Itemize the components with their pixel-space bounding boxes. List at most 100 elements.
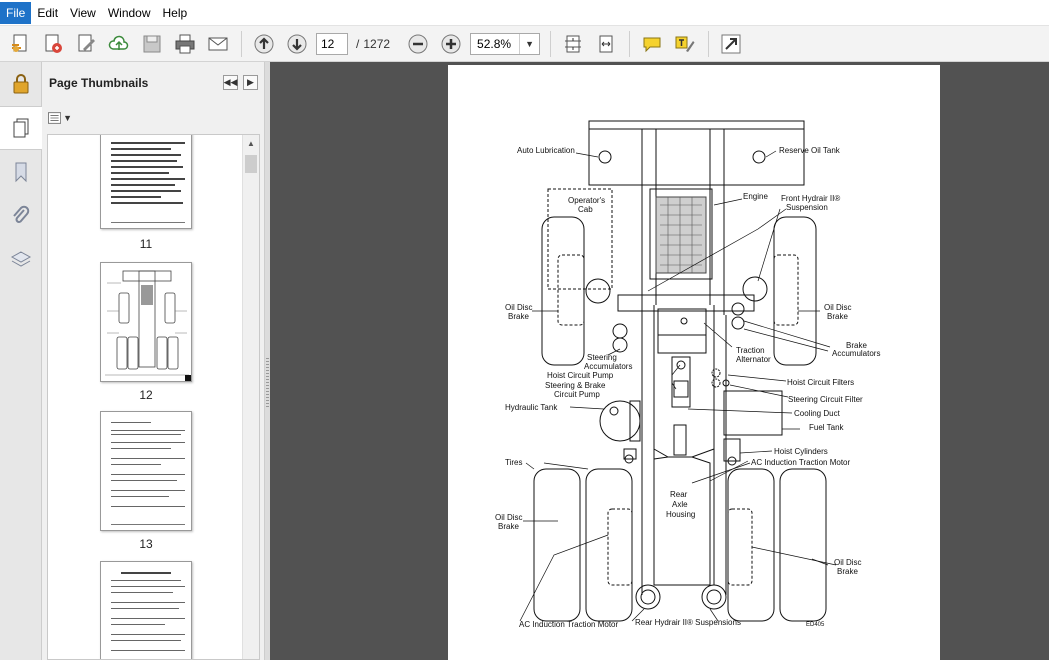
page-separator: / — [356, 36, 360, 51]
zoom-out-button[interactable] — [404, 30, 432, 58]
label-oil-disc-brake-front-left: Oil Disc — [505, 303, 533, 312]
zoom-in-button[interactable] — [437, 30, 465, 58]
label-hoist-circuit-filters: Hoist Circuit Filters — [787, 378, 854, 387]
label-front-hydrair: Front Hydrair II® — [781, 194, 840, 203]
label-ac-induction-traction-motor-bottom: AC Induction Traction Motor — [519, 620, 618, 629]
label-oil-disc-brake-front-right: Brake — [827, 312, 848, 321]
chevron-down-icon: ▼ — [63, 113, 72, 123]
fit-width-button[interactable] — [592, 30, 620, 58]
page-number-input[interactable] — [316, 32, 348, 55]
zoom-level-combo[interactable]: ▼ — [470, 32, 541, 55]
chevron-down-icon[interactable]: ▼ — [519, 33, 539, 54]
label-cooling-duct: Cooling Duct — [794, 409, 841, 418]
collapse-panel-button[interactable]: ◀◀ — [223, 75, 238, 90]
arrow-down-circle-icon — [287, 34, 307, 53]
paperclip-icon — [13, 205, 30, 223]
label-traction-alternator: Alternator — [736, 355, 771, 364]
label-brake-accumulators: Accumulators — [832, 349, 880, 358]
label-oil-disc-brake-rear-right: Brake — [837, 567, 858, 576]
current-page-marker — [185, 375, 191, 381]
label-oil-disc-brake-rear-left: Brake — [498, 522, 519, 531]
label-steering-brake-pump: Circuit Pump — [554, 390, 600, 399]
edit-pdf-button[interactable] — [72, 30, 100, 58]
lock-icon — [13, 74, 29, 94]
create-pdf-icon — [12, 34, 27, 52]
printer-icon — [175, 34, 195, 53]
panel-splitter[interactable] — [265, 62, 270, 660]
bookmarks-tab[interactable] — [0, 150, 42, 194]
page-thumbnails-tab[interactable] — [0, 106, 42, 150]
options-list-icon — [48, 112, 62, 124]
email-button[interactable] — [204, 30, 232, 58]
thumbnail-page-13[interactable] — [100, 411, 192, 531]
toolbar-separator — [241, 30, 242, 57]
expand-panel-button[interactable]: ▶ — [243, 75, 258, 90]
layers-icon — [10, 251, 32, 267]
label-hoist-circuit-pump: Hoist Circuit Pump — [547, 371, 614, 380]
fit-page-button[interactable] — [559, 30, 587, 58]
label-rear-axle-housing: Axle — [672, 500, 688, 509]
label-auto-lubrication: Auto Lubrication — [517, 146, 575, 155]
diagram-thumbnail-icon — [105, 270, 189, 376]
attachments-tab[interactable] — [0, 194, 42, 238]
label-steering-accumulators: Steering — [587, 353, 617, 362]
save-button[interactable] — [138, 30, 166, 58]
label-ac-induction-traction-motor: AC Induction Traction Motor — [751, 458, 850, 467]
thumbnail-scrollbar[interactable]: ▲ — [242, 135, 259, 659]
panel-title: Page Thumbnails — [49, 76, 149, 90]
label-oil-disc-brake-rear-right: Oil Disc — [834, 558, 862, 567]
menu-edit[interactable]: Edit — [37, 5, 59, 20]
navigation-rail — [0, 62, 42, 660]
chevron-right-icon: ▶ — [247, 77, 254, 87]
highlight-button[interactable] — [671, 30, 699, 58]
menu-view[interactable]: View — [70, 5, 96, 20]
splitter-grip[interactable] — [266, 358, 269, 408]
next-page-button[interactable] — [283, 30, 311, 58]
label-oil-disc-brake-front-right: Oil Disc — [824, 303, 852, 312]
thumbnail-page-14[interactable] — [100, 561, 192, 659]
thumbnail-label: 13 — [139, 537, 153, 551]
label-engine: Engine — [743, 192, 768, 201]
menu-window[interactable]: Window — [107, 5, 151, 20]
expand-icon — [721, 34, 741, 53]
print-button[interactable] — [171, 30, 199, 58]
label-tires: Tires — [505, 458, 522, 467]
create-pdf-button[interactable] — [6, 30, 34, 58]
thumbnail-list[interactable]: 11 12 — [47, 134, 260, 660]
label-front-hydrair: Suspension — [786, 203, 828, 212]
cloud-upload-button[interactable] — [105, 30, 133, 58]
open-file-button[interactable] — [39, 30, 67, 58]
highlight-text-icon — [675, 36, 695, 52]
thumbnail-label: 11 — [139, 237, 153, 251]
label-steering-brake-pump: Steering & Brake — [545, 381, 606, 390]
security-panel-button[interactable] — [0, 62, 42, 106]
layers-tab[interactable] — [0, 238, 42, 282]
plus-circle-icon — [441, 34, 461, 53]
label-brake-accumulators: Brake — [846, 341, 867, 350]
label-hydraulic-tank: Hydraulic Tank — [505, 403, 558, 412]
label-rear-axle-housing: Housing — [666, 510, 695, 519]
thumbnail-page-12[interactable] — [100, 262, 192, 382]
previous-page-button[interactable] — [250, 30, 278, 58]
label-operators-cab: Operator's — [568, 196, 605, 205]
scroll-up-arrow-icon[interactable]: ▲ — [247, 139, 255, 148]
thumbnail-options-button[interactable]: ▼ — [48, 109, 72, 127]
menu-file[interactable]: File — [0, 1, 32, 24]
document-view[interactable]: Auto Lubrication Reserve Oil Tank Operat… — [270, 62, 1049, 660]
figure-code: ED405 — [806, 622, 825, 628]
save-icon — [143, 35, 161, 52]
minus-circle-icon — [408, 34, 428, 53]
menu-help[interactable]: Help — [162, 5, 188, 20]
thumbnail-label: 12 — [139, 388, 153, 402]
fit-width-icon — [599, 35, 613, 52]
label-fuel-tank: Fuel Tank — [809, 423, 845, 432]
speech-bubble-icon — [643, 37, 661, 52]
full-screen-button[interactable] — [717, 30, 745, 58]
scrollbar-thumb[interactable] — [245, 155, 257, 173]
comment-button[interactable] — [638, 30, 666, 58]
label-rear-axle-housing: Rear — [670, 490, 688, 499]
thumbnail-page-11[interactable] — [100, 135, 192, 229]
label-rear-hydrair-suspensions: Rear Hydrair II® Suspensions — [635, 618, 741, 627]
truck-component-diagram: Auto Lubrication Reserve Oil Tank Operat… — [495, 120, 880, 629]
zoom-level-input[interactable] — [471, 33, 520, 54]
